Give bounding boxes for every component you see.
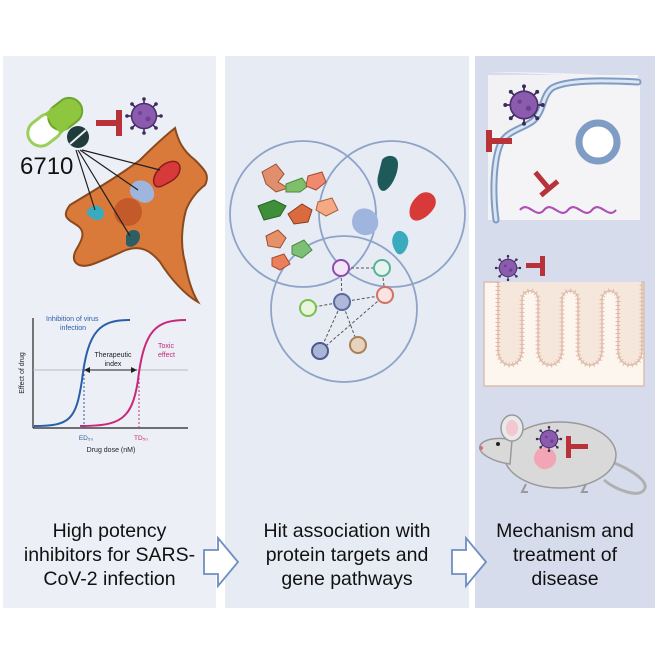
gene-network <box>299 259 394 360</box>
caption-mechanism: Mechanism and treatment of disease <box>496 520 634 590</box>
compound-label: 6710 <box>20 153 73 180</box>
cell-membrane-scene <box>488 72 642 224</box>
organelles-cluster <box>352 155 436 255</box>
virus-icon <box>124 96 164 136</box>
host-cell-icon <box>64 126 208 305</box>
chart-xlabel: Drug dose (nM) <box>87 447 136 454</box>
gut-inhibitor-icon <box>526 256 545 276</box>
therapeutic-index-label-1: Therapeutic <box>95 352 132 359</box>
arrow-right-icon-2 <box>451 535 488 589</box>
replication-inhibitor-icon <box>533 170 560 198</box>
ed50-label: ED₅₀ <box>79 435 94 442</box>
target-lines <box>75 149 161 237</box>
arrow-right-icon-1 <box>203 535 240 589</box>
intestinal-villi <box>483 281 645 387</box>
inhibitor-symbol-icon <box>96 110 122 136</box>
virus-inhibition-curve <box>33 319 131 427</box>
virus-icon-mouse <box>535 425 563 453</box>
chart-ylabel: Effect of drug <box>19 352 26 394</box>
therapeutic-index-label-2: index <box>105 361 122 368</box>
caption-hit-association: Hit association with protein targets and… <box>263 520 431 590</box>
cell-types-cluster <box>257 163 339 271</box>
pill-capsule-icon <box>26 96 84 148</box>
curve-virus-label-1: Inhibition of virus <box>46 316 99 323</box>
toxic-effect-curve <box>79 319 187 427</box>
curve-virus-label-2: infection <box>60 325 86 332</box>
curve-toxic-label-1: Toxic <box>158 343 174 350</box>
virus-icon-gut <box>494 254 522 282</box>
curve-toxic-label-2: effect <box>158 352 175 359</box>
mouse-inhibitor-icon <box>566 436 588 458</box>
tablet-icon <box>67 126 89 148</box>
panel-hit-association <box>225 56 469 608</box>
entry-inhibitor-icon <box>486 130 512 152</box>
mouse-icon <box>479 414 647 495</box>
td50-label: TD₅₀ <box>134 435 148 442</box>
caption-inhibitors: High potency inhibitors for SARS- CoV-2 … <box>23 520 196 590</box>
dose-response-chart: Effect of drug Drug dose (nM) Inhibition… <box>19 316 188 454</box>
venn-diagram <box>229 140 466 383</box>
virus-icon-membrane <box>502 83 546 127</box>
